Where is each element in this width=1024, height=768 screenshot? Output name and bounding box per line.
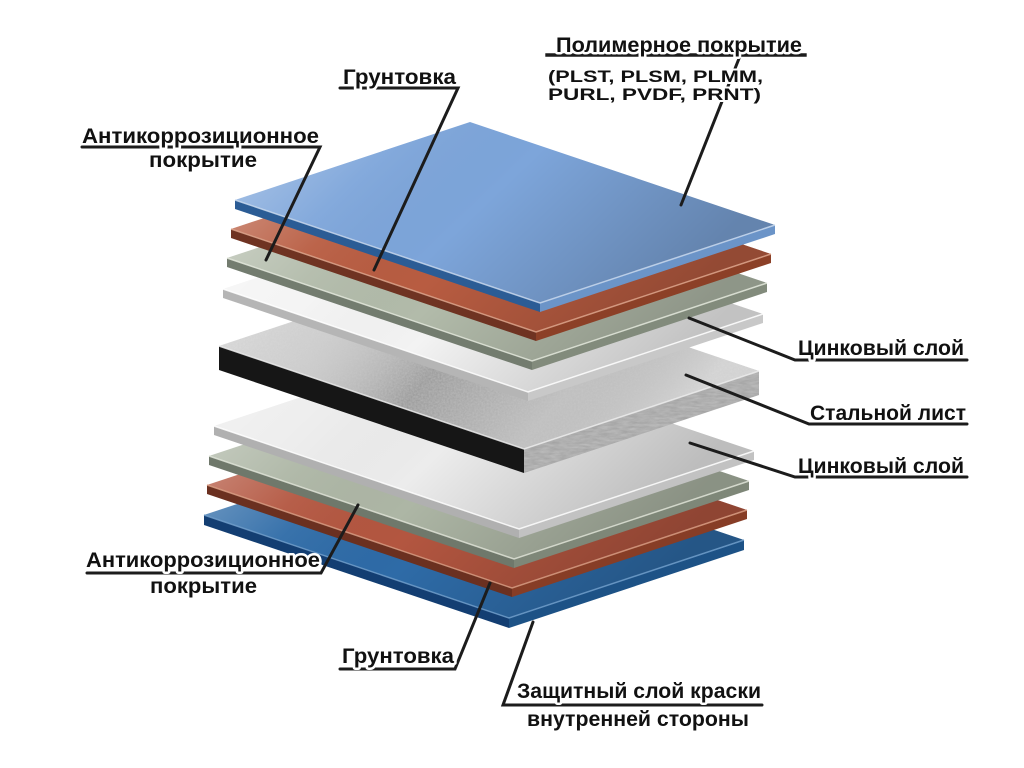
- layer-edge-right: [512, 510, 747, 597]
- label-anticorrosion-top-line2: покрытие: [149, 148, 257, 172]
- leader-zinc-bottom: [688, 441, 969, 479]
- label-anticorrosion-bottom-line1: Антикоррозиционное: [86, 548, 320, 572]
- layer-edge-left: [204, 515, 509, 628]
- label-protective-line2: внутренней стороны: [527, 707, 749, 731]
- layer-edge-left: [214, 426, 519, 538]
- layer-rim: [213, 425, 755, 530]
- layer-rim: [218, 345, 760, 450]
- leader-anticorrosion-top: [80, 145, 323, 262]
- label-anticorrosion-bottom-line2: покрытие: [150, 574, 257, 598]
- label-anticorrosion-top-line1: Антикоррозиционное: [82, 124, 319, 148]
- labels: Полимерное покрытие (PLST, PLSM, PLMM, P…: [80, 31, 969, 734]
- leader-lines: [80, 53, 969, 707]
- layer-rim: [230, 228, 772, 333]
- layer-edge-right: [528, 314, 763, 401]
- layer-edge-right: [519, 451, 754, 538]
- label-steel-sheet: Стальной лист: [810, 401, 966, 425]
- layer-edge-left: [207, 485, 512, 597]
- layer-edge-right: [509, 540, 744, 628]
- layer-polymer-coating: [234, 122, 776, 312]
- label-polymer-coating: Полимерное покрытие: [556, 33, 802, 57]
- label-primer-bottom: Грунтовка: [342, 644, 455, 668]
- label-zinc-top: Цинковый слой: [798, 336, 964, 360]
- layer-rim: [234, 199, 776, 304]
- layer-edge-right: [514, 481, 749, 568]
- layer-face-shade: [235, 122, 775, 303]
- leader-primer-bottom: [338, 581, 492, 671]
- layer-edge-left: [227, 258, 532, 370]
- layer-rim: [203, 514, 745, 619]
- leader-polymer: [679, 54, 742, 207]
- layer-rim: [206, 484, 748, 589]
- label-polymer-codes-line2: PURL, PVDF, PRNT): [548, 85, 761, 104]
- layer-edge-left: [223, 289, 528, 401]
- leader-anticorrosion-bottom: [85, 503, 360, 575]
- label-protective-line1: Защитный слой краски: [517, 679, 761, 703]
- label-zinc-bottom: Цинковый слой: [798, 454, 964, 478]
- leader-steel: [684, 373, 969, 426]
- layer-rim: [226, 257, 768, 362]
- layer-edge-left: [219, 346, 524, 473]
- layer-edge-right: [540, 225, 775, 312]
- leader-zinc-top: [687, 316, 969, 362]
- leader-primer-top: [338, 86, 461, 272]
- layer-rim: [208, 455, 750, 560]
- label-polymer-codes-line1: (PLST, PLSM, PLMM,: [548, 67, 763, 86]
- layer-rim: [222, 288, 764, 393]
- layer-edge-left: [209, 456, 514, 568]
- label-primer-top: Грунтовка: [343, 65, 457, 89]
- layer-edge-left: [231, 229, 536, 341]
- layer-edge-right: [532, 283, 767, 370]
- leader-protective: [500, 620, 764, 707]
- layer-edge-right: [536, 254, 771, 341]
- layer-edge-left: [235, 200, 540, 312]
